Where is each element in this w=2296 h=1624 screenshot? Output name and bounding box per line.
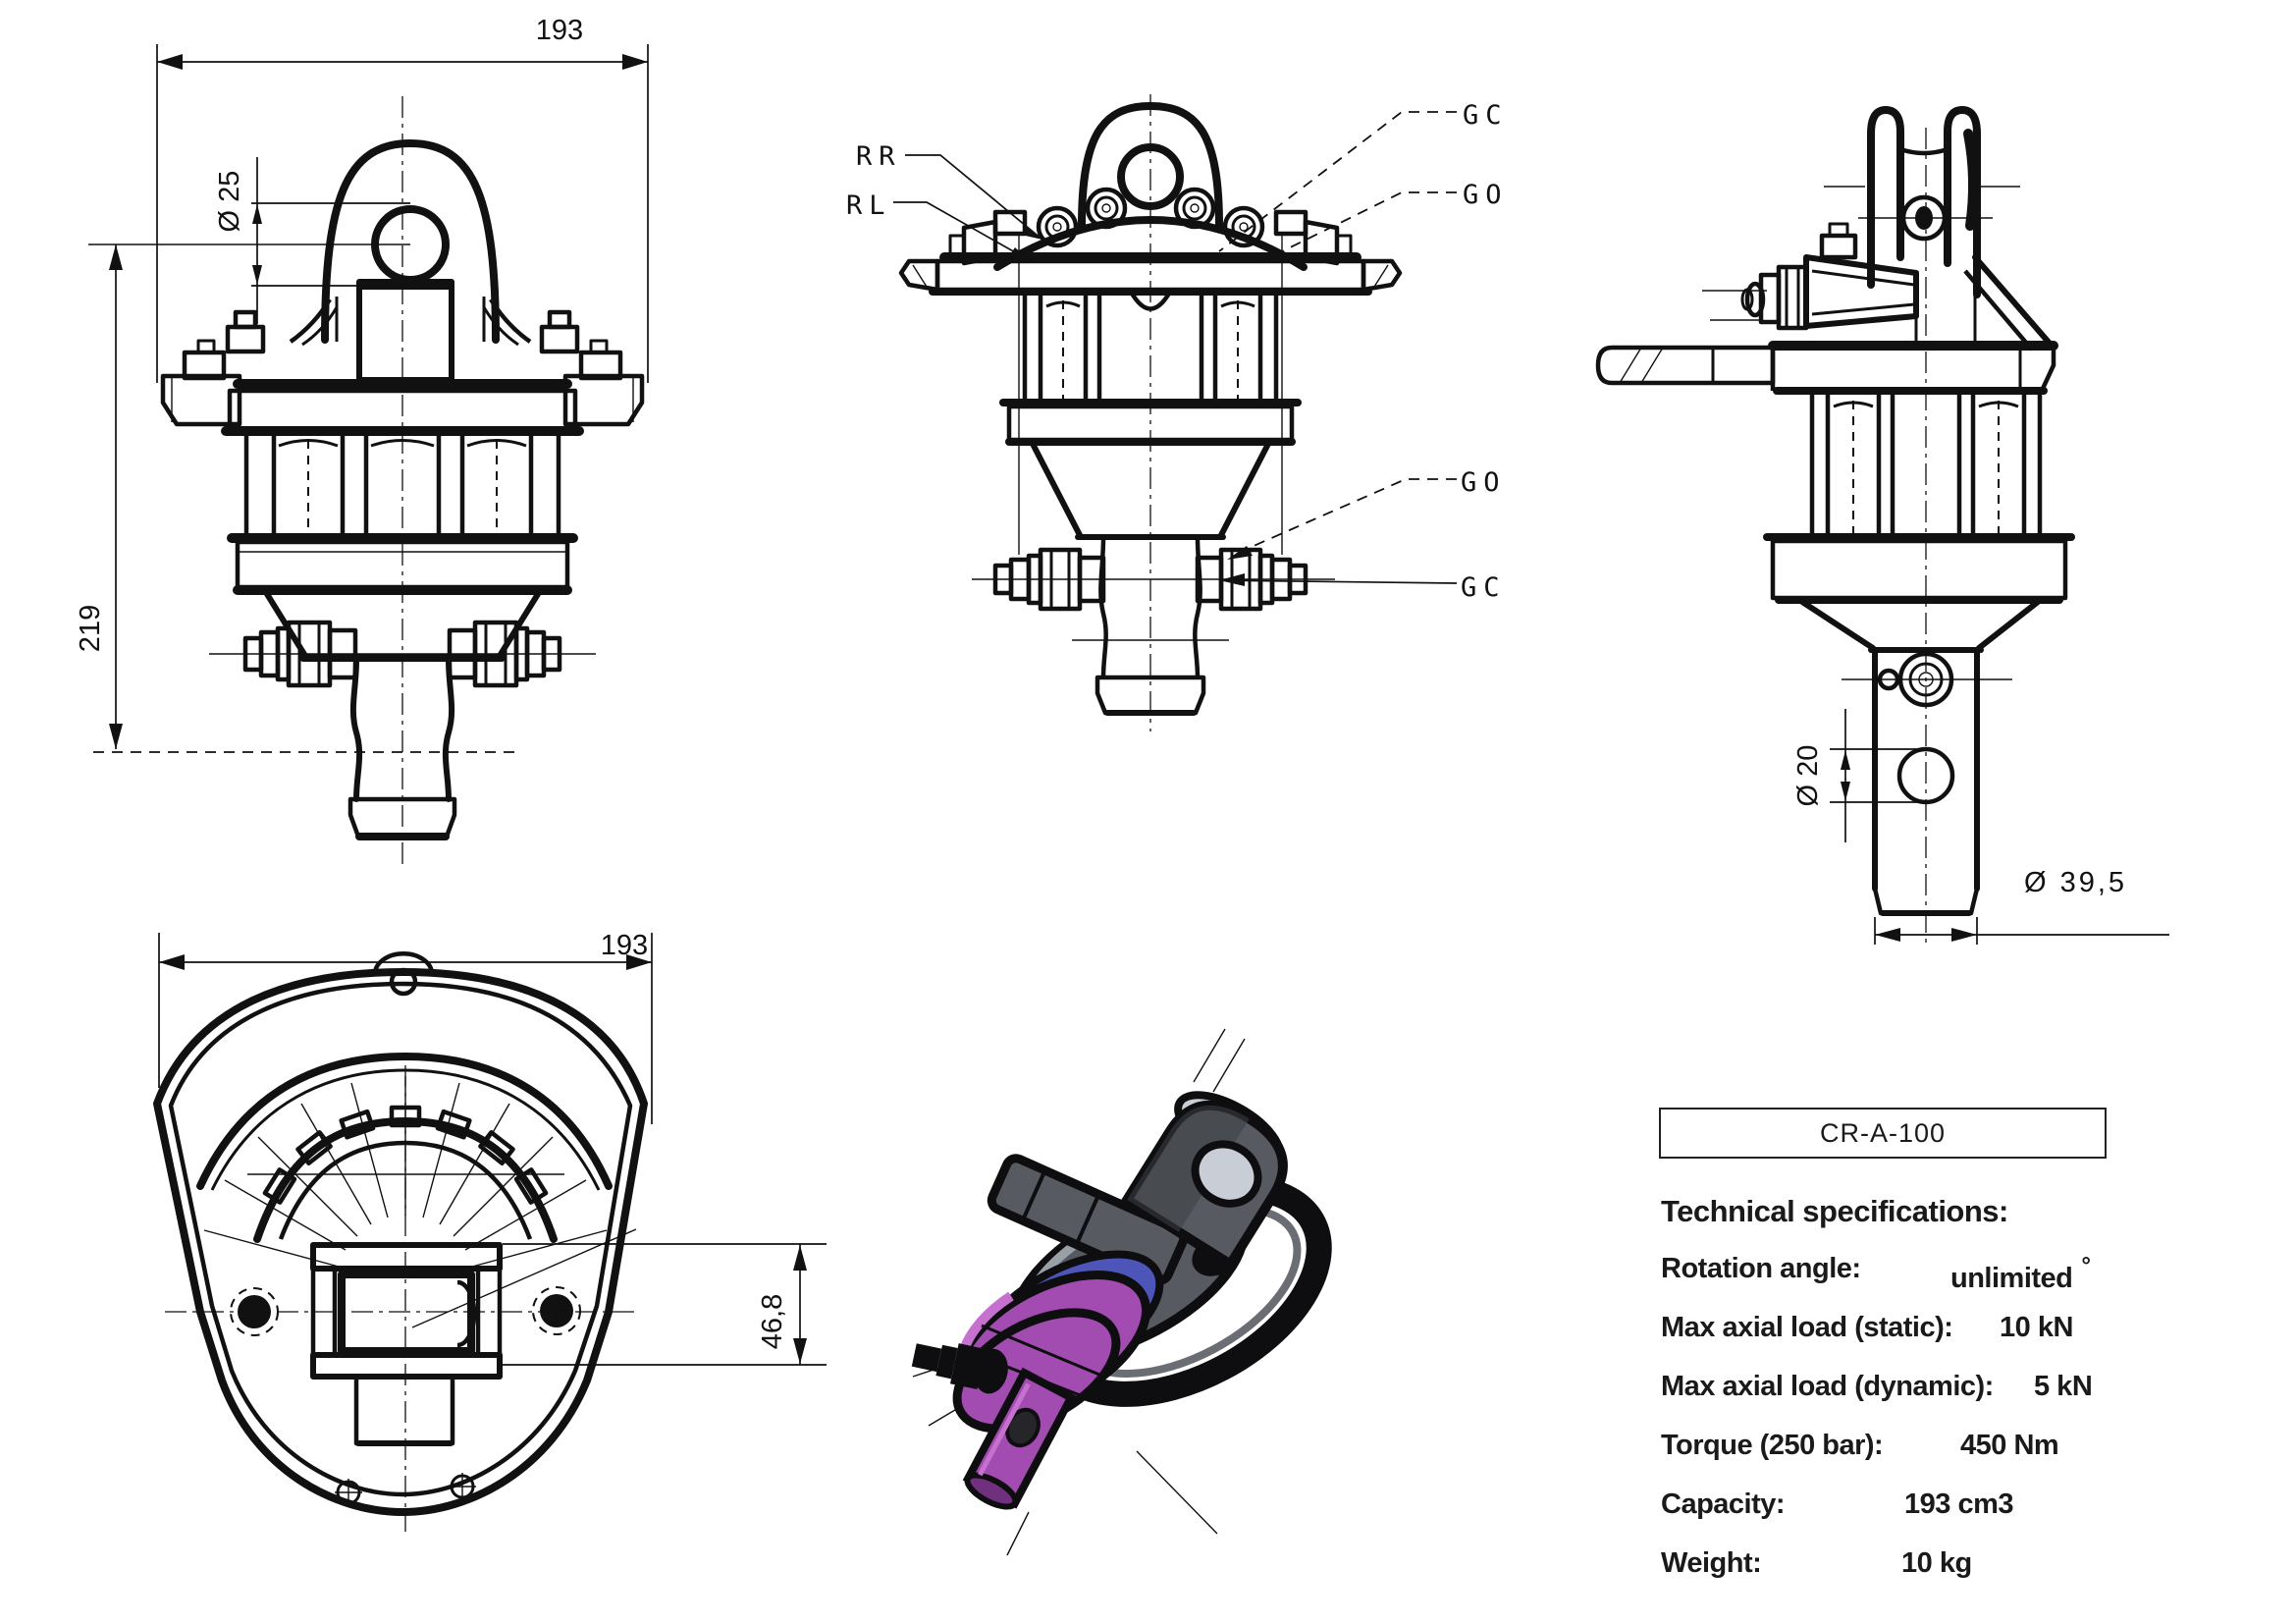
specs-heading: Technical specifications: bbox=[1661, 1194, 2008, 1228]
label-go-top: GO bbox=[1463, 180, 1509, 210]
side-view-drawing bbox=[1595, 106, 2075, 947]
model-name: CR-A-100 bbox=[1819, 1117, 1947, 1148]
dim-width-front: 193 bbox=[536, 15, 583, 46]
spec-row-axial-static: Max axial load (static): 10 kN bbox=[1661, 1312, 2073, 1343]
front-view-drawing bbox=[160, 96, 645, 864]
port-labels: RR RL GC GO GO GC bbox=[846, 100, 1509, 603]
spec-row-torque: Torque (250 bar): 450 Nm bbox=[1661, 1430, 2059, 1461]
render-shaft bbox=[962, 1367, 1077, 1510]
render-clevis bbox=[1120, 1100, 1288, 1272]
degree-symbol: ° bbox=[2081, 1253, 2091, 1279]
dim-shaft-dia: Ø 39,5 bbox=[2024, 867, 2127, 898]
hydraulic-view-drawing bbox=[898, 94, 1403, 731]
dim-height-front: 219 bbox=[75, 605, 106, 652]
radial-spokes bbox=[203, 1076, 608, 1268]
hydraulic-ports bbox=[1036, 187, 1265, 248]
spec-row-rotation: Rotation angle: unlimited° bbox=[1661, 1253, 2091, 1294]
dim-offset-bottom: 46,8 bbox=[757, 1294, 788, 1349]
front-body-slats bbox=[243, 433, 561, 535]
dim-hole-front: Ø 25 bbox=[214, 171, 245, 233]
dim-pin-hole: Ø 20 bbox=[1792, 745, 1824, 807]
bottom-view-drawing bbox=[153, 951, 648, 1532]
side-view-dimensions: Ø 20 Ø 39,5 bbox=[1792, 709, 2169, 945]
label-rr: RR bbox=[856, 141, 902, 172]
model-title-box: CR-A-100 bbox=[1659, 1108, 2107, 1159]
label-gc-bottom: GC bbox=[1461, 572, 1507, 603]
label-rl: RL bbox=[846, 190, 892, 221]
front-view-dimensions: 193 219 Ø 25 bbox=[75, 15, 649, 753]
dim-width-bottom: 193 bbox=[601, 930, 648, 961]
spec-row-weight: Weight: 10 kg bbox=[1661, 1547, 1972, 1579]
bottom-view-dimensions: 193 46,8 bbox=[158, 930, 827, 1366]
spec-row-axial-dynamic: Max axial load (dynamic): 5 kN bbox=[1661, 1371, 2093, 1402]
render-fittings bbox=[911, 1343, 1008, 1394]
spec-row-capacity: Capacity: 193 cm3 bbox=[1661, 1489, 2014, 1520]
front-hydraulic-fittings bbox=[209, 620, 596, 688]
technical-specifications: Technical specifications: Rotation angle… bbox=[1661, 1194, 2250, 1606]
hydraulic-view-fittings bbox=[972, 547, 1335, 641]
label-go-bottom: GO bbox=[1461, 467, 1507, 498]
label-gc-top: GC bbox=[1463, 100, 1509, 131]
isometric-render bbox=[911, 1028, 1332, 1556]
